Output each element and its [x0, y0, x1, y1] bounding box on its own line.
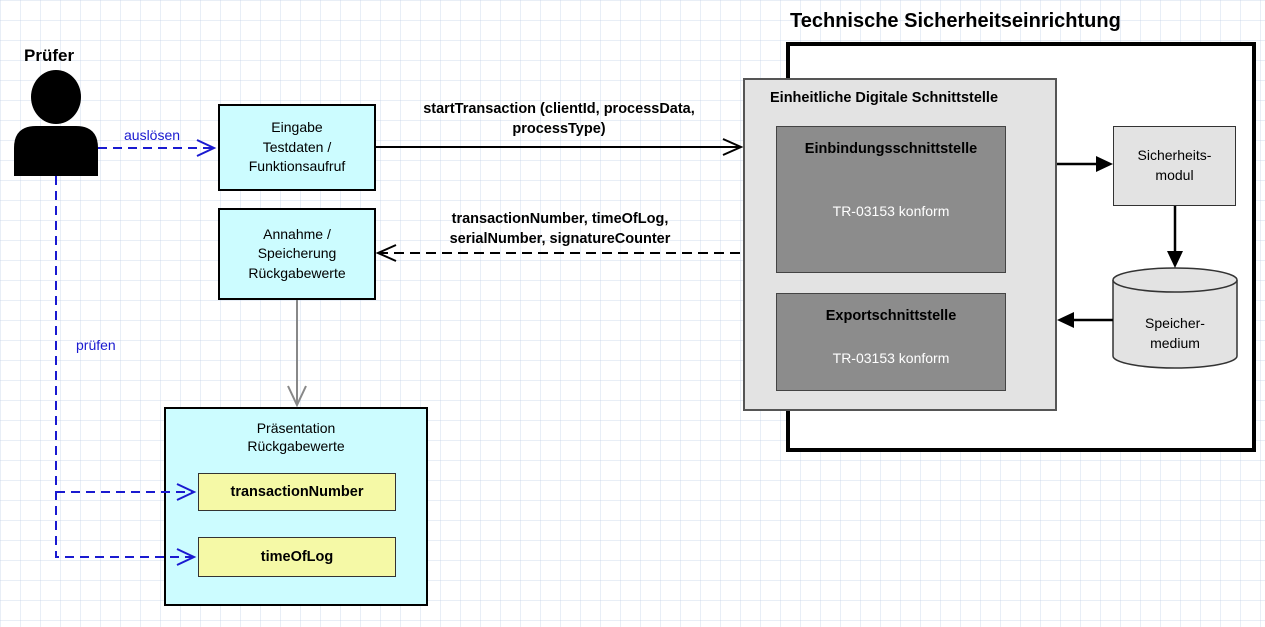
- exportschnittstelle-conformance: TR-03153 konform: [832, 350, 950, 366]
- time-of-log-label: timeOfLog: [260, 549, 334, 565]
- actor-name: Prüfer: [24, 46, 75, 65]
- exportschnittstelle-box: Exportschnittstelle TR-03153 konform: [776, 293, 1006, 391]
- annahme-label: Annahme / Speicherung Rückgabewerte: [248, 225, 346, 281]
- eds-title: Einheitliche Digitale Schnittstelle: [770, 90, 999, 106]
- einbindungsschnittstelle-conformance: TR-03153 konform: [832, 203, 950, 219]
- transaction-number-label: transactionNumber: [230, 484, 364, 500]
- response-message-label: transactionNumber, timeOfLog, serialNumb…: [449, 211, 671, 247]
- einbindungsschnittstelle-box: Einbindungsschnittstelle TR-03153 konfor…: [776, 126, 1006, 273]
- ausloesen-label: auslösen: [124, 127, 181, 143]
- sicherheitsmodul-box: Sicherheits- modul: [1113, 126, 1236, 206]
- tse-title: Technische Sicherheitseinrichtung: [790, 10, 1121, 32]
- person-icon: [14, 70, 98, 176]
- transaction-number-box: transactionNumber: [198, 473, 396, 511]
- eingabe-box: Eingabe Testdaten / Funktionsaufruf: [218, 104, 376, 191]
- sicherheitsmodul-label: Sicherheits- modul: [1137, 147, 1212, 183]
- request-arrow: [376, 138, 744, 156]
- time-of-log-box: timeOfLog: [198, 537, 396, 577]
- exportschnittstelle-title: Exportschnittstelle: [825, 308, 957, 324]
- annahme-box: Annahme / Speicherung Rückgabewerte: [218, 208, 376, 300]
- request-message-label: startTransaction (clientId, processData,…: [423, 101, 695, 137]
- pruefen-label: prüfen: [76, 337, 116, 353]
- speichermedium-label: Speicher- medium: [1145, 315, 1205, 351]
- einbindungsschnittstelle-title: Einbindungsschnittstelle: [804, 141, 978, 157]
- eingabe-label: Eingabe Testdaten / Funktionsaufruf: [248, 119, 346, 175]
- store-to-present-arrow: [287, 300, 307, 408]
- praesentation-title: Präsentation Rückgabewerte: [247, 420, 345, 455]
